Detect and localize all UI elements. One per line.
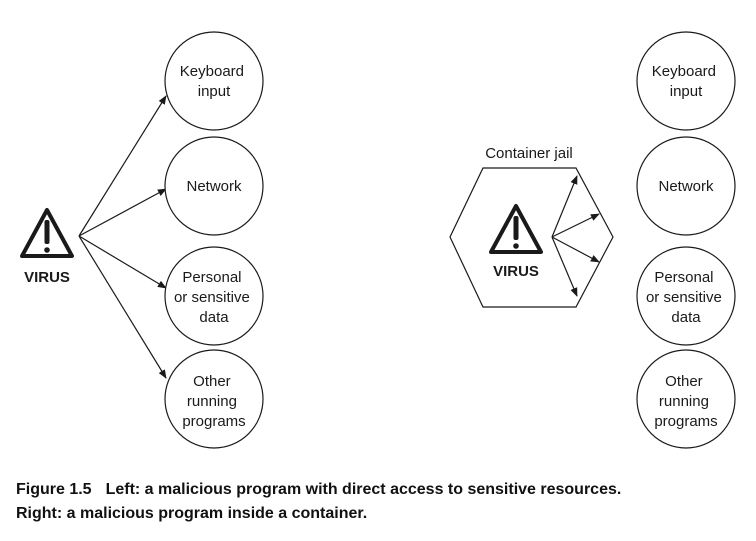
- right-keyboard-circle: [636, 31, 736, 131]
- right-programs-circle: [636, 349, 736, 449]
- left-virus-label: VIRUS: [24, 269, 70, 286]
- left-keyboard-label: Keyboard input: [180, 63, 248, 100]
- right-data-label: Personal or sensitive data: [646, 269, 726, 326]
- right-arrows: [551, 175, 600, 297]
- left-programs-label: Other running programs: [182, 373, 245, 430]
- warning-triangle-icon: [489, 204, 543, 254]
- right-keyboard-label: Keyboard input: [652, 63, 720, 100]
- caption-line-2: Right: a malicious program inside a cont…: [16, 505, 368, 522]
- right-diagram: Container jail VIRUS Keyboard input: [449, 31, 736, 449]
- arrow-down-right: [551, 236, 600, 263]
- container-jail-label: Container jail: [485, 145, 573, 162]
- arrow-to-data: [78, 235, 167, 289]
- arrow-up-left: [551, 175, 578, 238]
- left-data-circle: [164, 246, 264, 346]
- right-network-circle: [636, 136, 736, 236]
- caption-line-1: Figure 1.5 Left: a malicious program with…: [16, 478, 746, 502]
- left-resources: [164, 31, 264, 449]
- left-network-label: Network: [186, 178, 242, 195]
- left-data-label: Personal or sensitive data: [174, 269, 254, 326]
- left-arrows: [78, 95, 167, 379]
- caption-text-1: Left: a malicious program with direct ac…: [105, 481, 622, 498]
- right-resources: [636, 31, 736, 449]
- right-data-circle: [636, 246, 736, 346]
- left-keyboard-circle: [164, 31, 264, 131]
- arrow-to-keyboard: [78, 95, 167, 237]
- arrow-to-network: [78, 188, 167, 237]
- right-programs-label: Other running programs: [654, 373, 717, 430]
- diagram: VIRUS Keyboard input Network Personal or…: [20, 31, 736, 449]
- arrow-to-programs: [78, 235, 167, 379]
- figure-number: Figure 1.5: [16, 481, 92, 498]
- left-programs-circle: [164, 349, 264, 449]
- arrow-up-right: [551, 213, 600, 238]
- left-diagram: VIRUS Keyboard input Network Personal or…: [20, 31, 264, 449]
- right-virus-label: VIRUS: [493, 263, 539, 280]
- figure-caption: Figure 1.5 Left: a malicious program with…: [16, 478, 746, 526]
- warning-triangle-icon: [20, 208, 74, 258]
- left-network-circle: [164, 136, 264, 236]
- right-network-label: Network: [658, 178, 714, 195]
- arrow-down-left: [551, 236, 578, 297]
